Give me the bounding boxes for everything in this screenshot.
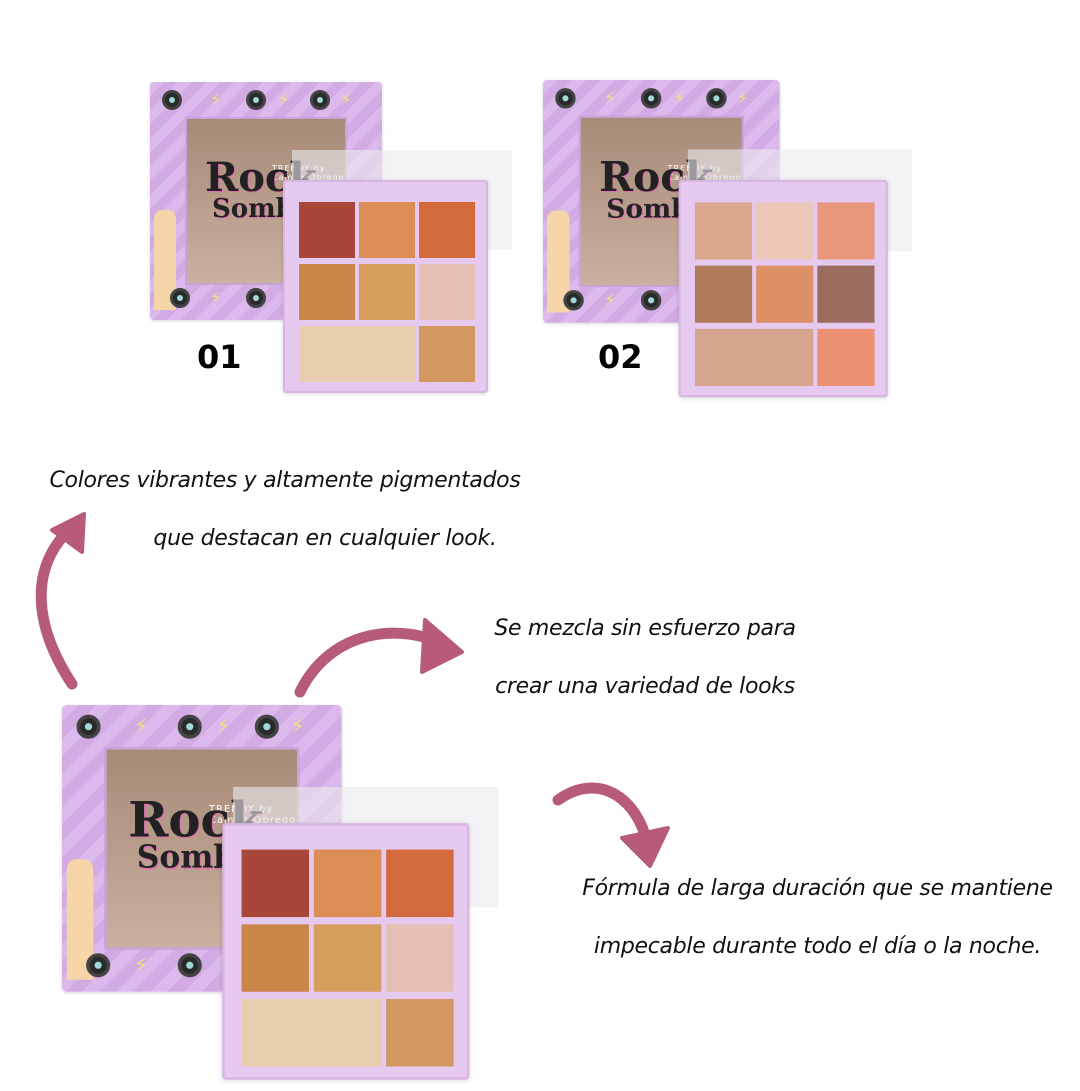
arrow-down-head	[620, 826, 670, 868]
eyeshadow-pan	[756, 202, 814, 260]
caption-pigment-line1: Colores vibrantes y altamente pigmentado…	[49, 468, 521, 493]
vinyl-record-icon	[177, 714, 202, 739]
eyeshadow-pan	[241, 924, 310, 992]
rock-hand-illustration	[154, 210, 176, 310]
caption-longwear: Fórmula de larga duración que se mantien…	[555, 860, 1080, 976]
eyeshadow-pan	[817, 265, 875, 323]
eyeshadow-pan	[419, 202, 475, 258]
caption-blend-line2: crear una variedad de looks	[495, 674, 795, 699]
product-01: TRENDY by Camila ObregoRockSombras⚡⚡⚡⚡	[150, 82, 512, 402]
eyeshadow-pan	[419, 326, 475, 382]
eyeshadow-pan	[299, 264, 355, 320]
eyeshadow-pan	[817, 328, 875, 386]
eyeshadow-pan	[241, 999, 382, 1067]
eyeshadow-pan	[694, 202, 753, 260]
lightning-icon: ⚡	[278, 90, 290, 109]
vinyl-record-icon	[246, 288, 266, 308]
product-main: TRENDY by Camila ObregoRockSombras⚡⚡⚡⚡	[62, 705, 499, 1091]
lightning-icon: ⚡	[216, 714, 230, 738]
vinyl-record-icon	[706, 88, 727, 109]
eyeshadow-pan	[386, 999, 454, 1067]
product-02: TRENDY by Camila ObregoRockSombras⚡⚡⚡⚡	[543, 80, 913, 406]
arrow-right-head	[420, 618, 464, 674]
caption-longwear-line2: impecable durante todo el día o la noche…	[593, 934, 1042, 959]
lightning-icon: ⚡	[604, 88, 616, 108]
eyeshadow-palette	[678, 179, 888, 398]
vinyl-record-icon	[555, 88, 576, 109]
arrow-up-head	[50, 512, 86, 554]
rock-hand-illustration	[547, 210, 570, 313]
vinyl-record-icon	[254, 714, 279, 739]
lightning-icon: ⚡	[340, 90, 352, 109]
vinyl-record-icon	[170, 288, 190, 308]
eyeshadow-pan	[694, 328, 814, 386]
lightning-icon: ⚡	[210, 90, 222, 109]
vinyl-record-icon	[86, 953, 111, 978]
eyeshadow-pan	[756, 265, 814, 323]
eyeshadow-pan	[359, 202, 415, 258]
eyeshadow-pan	[359, 264, 415, 320]
lightning-icon: ⚡	[290, 714, 305, 738]
eyeshadow-pan	[299, 202, 355, 258]
eyeshadow-pan	[817, 202, 875, 260]
shade-number-02: 02	[598, 338, 643, 376]
lightning-icon: ⚡	[134, 953, 148, 977]
lightning-icon: ⚡	[210, 288, 222, 307]
vinyl-record-icon	[246, 90, 266, 110]
vinyl-record-icon	[177, 953, 202, 978]
shade-number-01: 01	[197, 338, 242, 376]
eyeshadow-palette	[222, 823, 470, 1080]
eyeshadow-pan	[419, 264, 475, 320]
lightning-icon: ⚡	[673, 88, 686, 108]
lightning-icon: ⚡	[604, 290, 616, 310]
caption-pigment: Colores vibrantes y altamente pigmentado…	[30, 452, 540, 568]
eyeshadow-pan	[386, 924, 454, 992]
vinyl-record-icon	[162, 90, 182, 110]
caption-blend: Se mezcla sin esfuerzo para crear una va…	[440, 600, 850, 716]
eyeshadow-pan	[241, 849, 310, 918]
lightning-icon: ⚡	[134, 714, 148, 738]
eyeshadow-palette	[283, 180, 488, 393]
caption-blend-line1: Se mezcla sin esfuerzo para	[494, 616, 796, 641]
caption-pigment-line2: que destacan en cualquier look.	[153, 526, 497, 551]
caption-longwear-line1: Fórmula de larga duración que se mantien…	[582, 876, 1053, 901]
vinyl-record-icon	[76, 714, 101, 739]
vinyl-record-icon	[640, 290, 662, 311]
lightning-icon: ⚡	[736, 88, 749, 108]
eyeshadow-pan	[313, 849, 382, 918]
vinyl-record-icon	[640, 88, 662, 109]
vinyl-record-icon	[563, 290, 584, 311]
eyeshadow-pan	[299, 326, 415, 382]
eyeshadow-pan	[694, 265, 753, 323]
vinyl-record-icon	[310, 90, 330, 110]
eyeshadow-pan	[313, 924, 382, 992]
eyeshadow-pan	[386, 849, 454, 918]
